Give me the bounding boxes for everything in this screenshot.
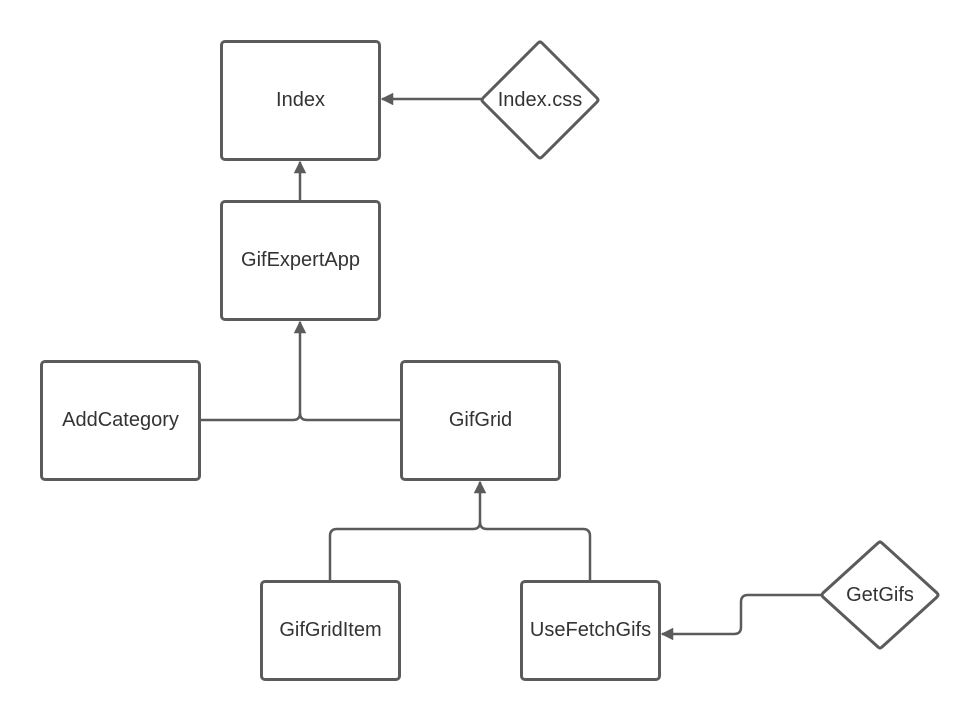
node-gif-grid: GifGrid <box>400 360 561 481</box>
node-gif-grid-item: GifGridItem <box>260 580 401 681</box>
node-label: GifGrid <box>448 409 513 431</box>
node-add-category: AddCategory <box>40 360 201 481</box>
node-index-css: Index.css <box>480 40 600 160</box>
node-label: GetGifs <box>846 583 914 606</box>
node-index: Index <box>220 40 381 161</box>
edge-getgifs-to-usefetchgifs <box>660 593 821 641</box>
node-label: AddCategory <box>62 409 179 431</box>
node-label: GifExpertApp <box>241 249 360 271</box>
node-gif-expert-app: GifExpertApp <box>220 200 381 321</box>
node-label: Index <box>276 89 325 111</box>
node-label: GifGridItem <box>279 619 382 641</box>
edge-usefetchgifs-to-gifgrid <box>478 521 592 580</box>
node-get-gifs: GetGifs <box>820 540 940 650</box>
edge-gifgrid-to-gifexpertapp <box>298 412 400 422</box>
node-use-fetch-gifs: UseFetchGifs <box>520 580 661 681</box>
edge-gifgriditem-to-gifgrid <box>328 480 487 580</box>
node-label: UseFetchGifs <box>529 619 652 641</box>
node-label: Index.css <box>497 88 583 111</box>
edge-addcategory-to-gifexpertapp <box>200 320 307 422</box>
